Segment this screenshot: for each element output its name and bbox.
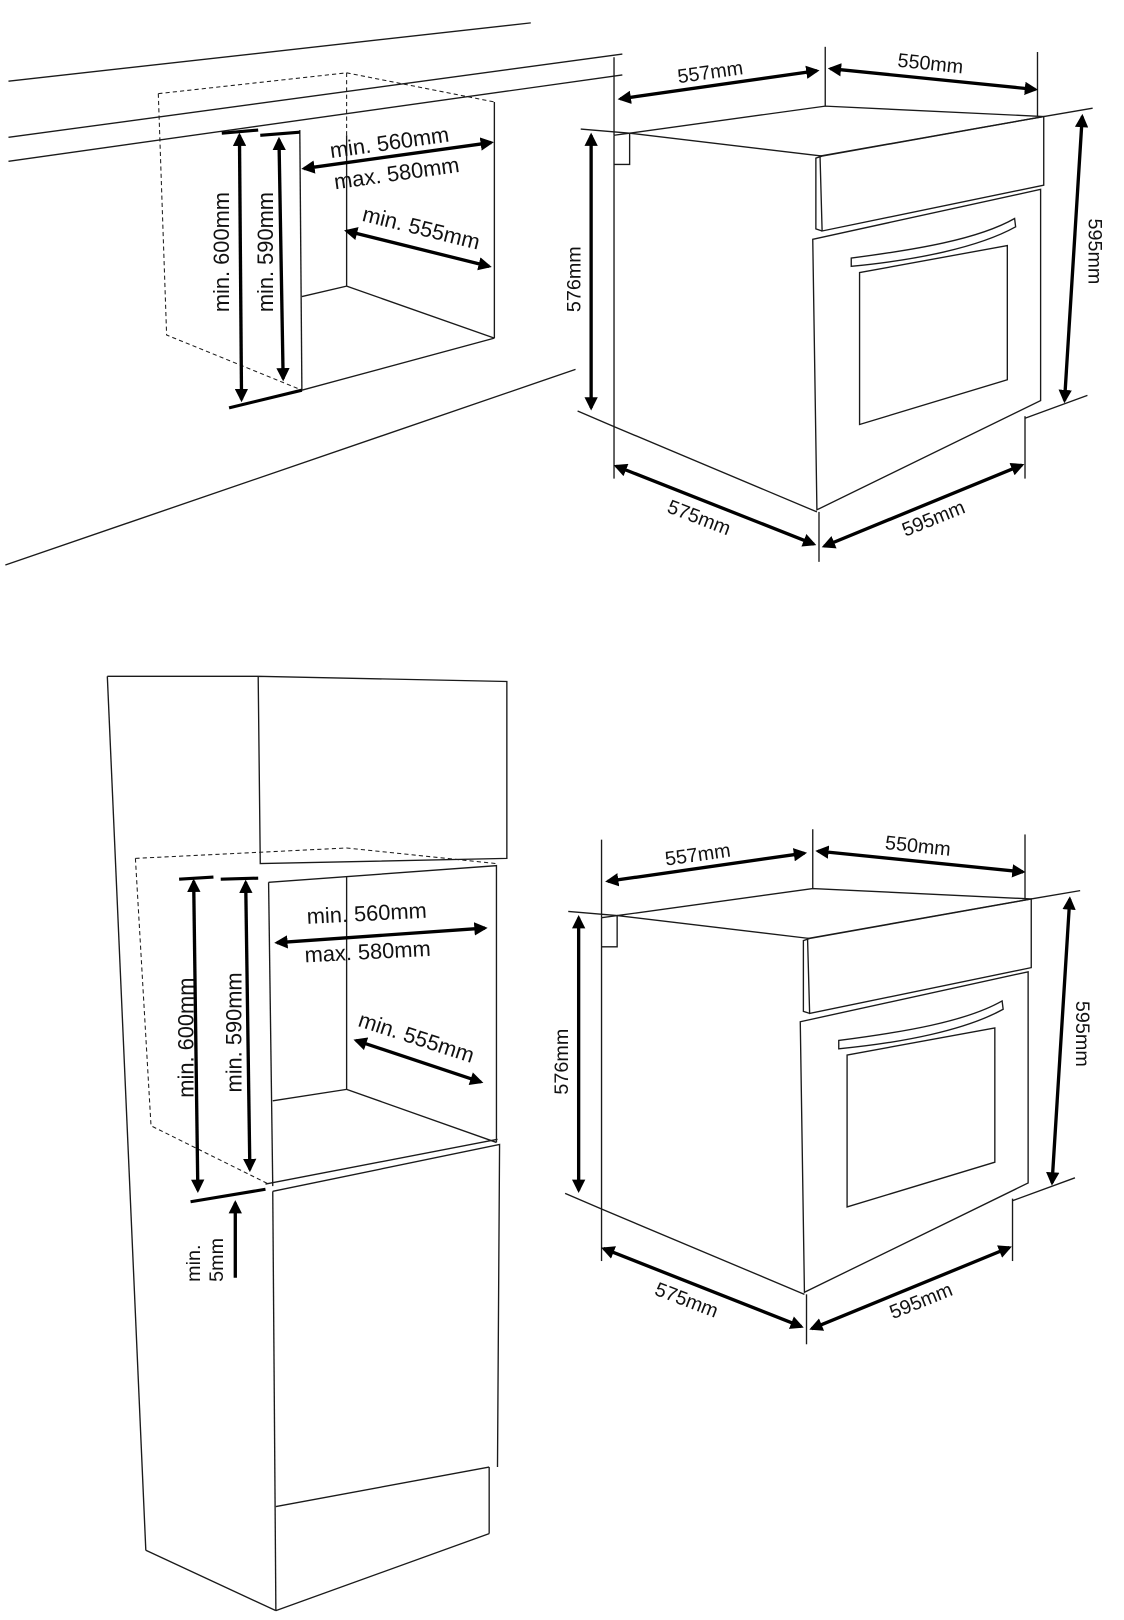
bottom-front-height-label: 595mm <box>1071 1001 1093 1067</box>
tall-depth-arrow <box>353 1037 484 1086</box>
depth-bottom-label: 575mm <box>664 496 733 540</box>
extension-lines <box>577 46 1093 562</box>
bottom-width-top-label: 550mm <box>884 832 952 861</box>
floor-line <box>5 368 576 566</box>
tall-depth-min-label: min. 555mm <box>355 1007 477 1068</box>
countertop-lines <box>8 22 623 162</box>
bottom-side-height-label: 576mm <box>551 1029 573 1095</box>
width-top-arrow <box>827 63 1039 96</box>
bottom-depth-bottom-label: 575mm <box>652 1278 721 1322</box>
tall-min-height-arrow <box>187 878 205 1193</box>
tall-min-inner-height-label: min. 590mm <box>222 972 247 1092</box>
depth-min-label: min. 555mm <box>360 201 483 254</box>
bottom-width-bottom-label: 595mm <box>886 1279 955 1324</box>
bottom-oven-handle <box>838 999 1004 1050</box>
width-top-label: 550mm <box>897 50 965 79</box>
tall-unit-installation: min. 600mm min. 590mm min. 560mm max. 58… <box>106 675 508 1612</box>
min-height-label: min. 600mm <box>209 192 234 312</box>
gap-min-label: min. <box>183 1245 205 1282</box>
depth-bottom-arrow <box>613 463 817 547</box>
oven-body <box>613 105 1045 513</box>
tall-min-inner-height-arrow <box>239 879 257 1173</box>
bottom-oven-body <box>600 887 1032 1295</box>
oven-handle <box>850 217 1017 268</box>
bottom-width-bottom-arrow <box>809 1245 1012 1331</box>
oven-window <box>858 244 1008 426</box>
bottom-depth-top-arrow <box>605 848 808 887</box>
gap-value-label: 5mm <box>206 1238 228 1282</box>
side-height-label: 576mm <box>564 246 586 312</box>
min-inner-height-arrow <box>272 136 290 382</box>
tall-width-arrow <box>274 922 488 949</box>
front-height-arrow <box>1058 113 1089 404</box>
oven-dimensions-top: 557mm 550mm 576mm 595mm 575mm 595mm <box>564 46 1105 562</box>
depth-arrow <box>344 227 492 271</box>
width-arrow <box>301 137 494 174</box>
tall-width-min-label: min. 560mm <box>306 898 427 929</box>
bottom-extension-lines <box>564 829 1081 1345</box>
tall-min-height-label: min. 600mm <box>174 978 199 1098</box>
tall-cavity-outline <box>134 847 498 1204</box>
under-counter-installation: min. 600mm min. 590mm min. 560mm max. 58… <box>5 22 623 566</box>
width-bottom-arrow <box>821 462 1025 549</box>
min-inner-height-label: min. 590mm <box>253 192 278 312</box>
cavity-outline <box>157 72 496 410</box>
oven-dimensions-bottom: 557mm 550mm 576mm 595mm 575mm 595mm <box>551 829 1093 1345</box>
front-height-label: 595mm <box>1083 218 1105 284</box>
tall-cabinet <box>106 675 508 1612</box>
width-bottom-label: 595mm <box>899 496 968 541</box>
bottom-front-height-arrow <box>1046 896 1076 1186</box>
bottom-width-top-arrow <box>815 845 1026 878</box>
depth-top-arrow <box>617 65 820 104</box>
tall-width-max-label: max. 580mm <box>304 936 431 968</box>
bottom-depth-bottom-arrow <box>601 1246 804 1329</box>
bottom-oven-window <box>846 1027 996 1208</box>
min-height-arrow <box>232 132 249 403</box>
